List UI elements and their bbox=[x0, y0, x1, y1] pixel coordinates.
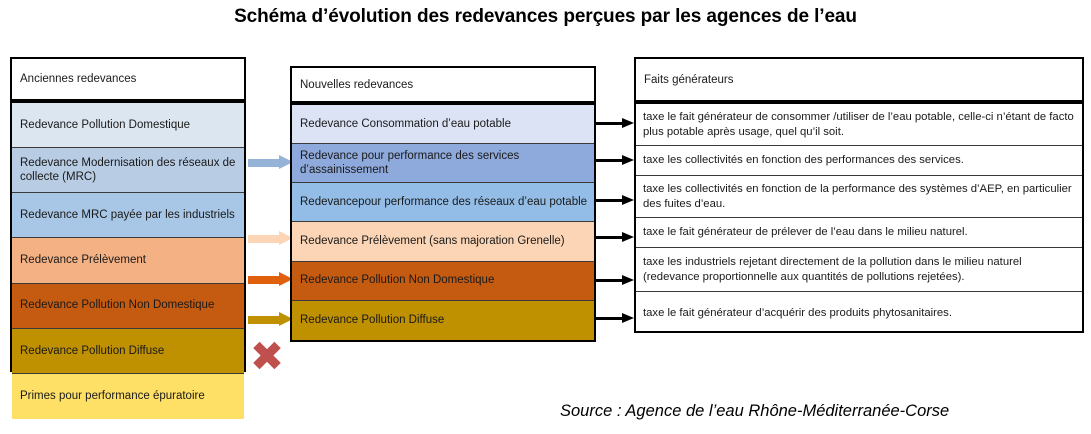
black-arrow-5 bbox=[596, 275, 634, 286]
black-arrow-2 bbox=[596, 155, 634, 166]
old-fee-row-prelevement[interactable]: Redevance Prélèvement bbox=[12, 238, 244, 284]
new-fees-list: Redevance Consommation d’eau potable Red… bbox=[290, 103, 596, 342]
new-fee-row-consommation[interactable]: Redevance Consommation d’eau potable bbox=[292, 105, 594, 145]
triggering-event-row[interactable]: taxe les industriels rejetant directemen… bbox=[636, 248, 1082, 292]
arrow-head bbox=[279, 272, 293, 286]
old-fee-row-mrc-industriels[interactable]: Redevance MRC payée par les industriels bbox=[12, 193, 244, 239]
old-fees-column: Anciennes redevances Redevance Pollution… bbox=[10, 57, 246, 420]
arrow-shaft bbox=[248, 235, 280, 243]
triggering-event-row[interactable]: taxe le fait générateur de consommer /ut… bbox=[636, 104, 1082, 146]
new-fees-column: Nouvelles redevances Redevance Consommat… bbox=[290, 66, 596, 342]
new-fee-row-pollution-non-domestique[interactable]: Redevance Pollution Non Domestique bbox=[292, 261, 594, 301]
new-fee-label: Redevance pour performance des services … bbox=[300, 149, 520, 177]
old-fee-row-pollution-domestique[interactable]: Redevance Pollution Domestique bbox=[12, 103, 244, 149]
arrow-shaft bbox=[596, 159, 623, 162]
arrow-shaft bbox=[248, 276, 280, 284]
black-arrow-3 bbox=[596, 195, 634, 206]
arrow-shaft bbox=[596, 199, 623, 202]
page-title: Schéma d’évolution des redevances perçue… bbox=[234, 6, 857, 27]
new-fee-label: Redevancepour performance des réseaux d’… bbox=[300, 196, 588, 209]
triggering-event-row[interactable]: taxe le fait générateur d’acquérir des p… bbox=[636, 292, 1082, 335]
new-fee-row-prelevement[interactable]: Redevance Prélèvement (sans majoration G… bbox=[292, 222, 594, 262]
triggering-event-row[interactable]: taxe le fait générateur de prélever de l… bbox=[636, 218, 1082, 248]
source-attribution: Source : Agence de l’eau Rhône-Méditerra… bbox=[560, 402, 950, 420]
new-fee-label: Redevance Pollution Non Domestique bbox=[300, 274, 495, 287]
triggering-event-text: taxe le fait générateur de prélever de l… bbox=[643, 226, 968, 239]
arrow-head bbox=[622, 155, 634, 165]
old-fee-row-pollution-non-domestique[interactable]: Redevance Pollution Non Domestique bbox=[12, 283, 244, 329]
triggering-events-list: taxe le fait générateur de consommer /ut… bbox=[634, 102, 1084, 333]
triggering-event-row[interactable]: taxe les collectivités en fonction de la… bbox=[636, 176, 1082, 218]
triggering-events-header: Faits générateurs bbox=[634, 57, 1084, 102]
arrow-shaft bbox=[596, 236, 623, 239]
triggering-event-text: taxe le fait générateur d’acquérir des p… bbox=[643, 307, 952, 320]
x-mark-primes-supprimees-icon bbox=[252, 340, 282, 370]
arrow-head bbox=[279, 312, 293, 326]
arrow-shaft bbox=[248, 316, 280, 324]
arrow-head bbox=[622, 313, 634, 323]
new-fee-row-assainissement[interactable]: Redevance pour performance des services … bbox=[292, 144, 594, 184]
new-fees-header: Nouvelles redevances bbox=[290, 66, 596, 103]
old-fee-label: Redevance Prélèvement bbox=[20, 254, 146, 267]
black-arrow-4 bbox=[596, 232, 634, 243]
triggering-events-column: Faits générateurs taxe le fait générateu… bbox=[634, 57, 1084, 333]
new-fee-row-reseaux-eau-potable[interactable]: Redevancepour performance des réseaux d’… bbox=[292, 183, 594, 223]
arrow-head bbox=[622, 118, 634, 128]
triggering-event-text: taxe les industriels rejetant directemen… bbox=[643, 256, 1022, 283]
old-fee-label: Redevance MRC payée par les industriels bbox=[20, 209, 235, 222]
arrow-shaft bbox=[596, 317, 623, 320]
arrow-head bbox=[622, 195, 634, 205]
new-fee-row-pollution-diffuse[interactable]: Redevance Pollution Diffuse bbox=[292, 300, 594, 340]
arrow-shaft bbox=[596, 279, 623, 282]
triggering-event-text: taxe les collectivités en fonction de la… bbox=[643, 183, 1072, 210]
arrow-head bbox=[279, 155, 293, 169]
old-fee-row-primes-epuratoire[interactable]: Primes pour performance épuratoire bbox=[12, 373, 244, 420]
arrow-pollution-non-domestique bbox=[248, 272, 293, 287]
old-fee-label: Primes pour performance épuratoire bbox=[20, 390, 205, 403]
arrow-prelevement bbox=[248, 231, 293, 246]
old-fee-row-pollution-diffuse[interactable]: Redevance Pollution Diffuse bbox=[12, 328, 244, 374]
arrow-head bbox=[279, 231, 293, 245]
arrow-mrc-to-assainissement bbox=[248, 155, 293, 170]
new-fee-label: Redevance Pollution Diffuse bbox=[300, 314, 445, 326]
arrow-head bbox=[622, 275, 634, 285]
old-fees-list: Redevance Pollution Domestique Redevance… bbox=[10, 101, 246, 420]
arrow-head bbox=[622, 232, 634, 242]
triggering-event-text: taxe le fait générateur de consommer /ut… bbox=[643, 111, 1074, 138]
arrow-shaft bbox=[248, 159, 280, 167]
triggering-event-text: taxe les collectivités en fonction des p… bbox=[643, 154, 964, 167]
black-arrow-6 bbox=[596, 313, 634, 324]
old-fee-label: Redevance Pollution Diffuse bbox=[20, 344, 165, 357]
old-fee-label: Redevance Pollution Domestique bbox=[20, 118, 191, 131]
old-fees-header: Anciennes redevances bbox=[10, 57, 246, 101]
old-fee-label: Redevance Modernisation des réseaux de c… bbox=[20, 156, 236, 184]
arrow-pollution-diffuse bbox=[248, 312, 293, 327]
black-arrow-1 bbox=[596, 118, 634, 129]
old-fee-label: Redevance Pollution Non Domestique bbox=[20, 299, 215, 312]
new-fee-label: Redevance Consommation d’eau potable bbox=[300, 117, 511, 130]
triggering-event-row[interactable]: taxe les collectivités en fonction des p… bbox=[636, 146, 1082, 176]
old-fee-row-mrc[interactable]: Redevance Modernisation des réseaux de c… bbox=[12, 148, 244, 194]
arrow-shaft bbox=[596, 122, 623, 125]
new-fee-label: Redevance Prélèvement (sans majoration G… bbox=[300, 235, 565, 248]
